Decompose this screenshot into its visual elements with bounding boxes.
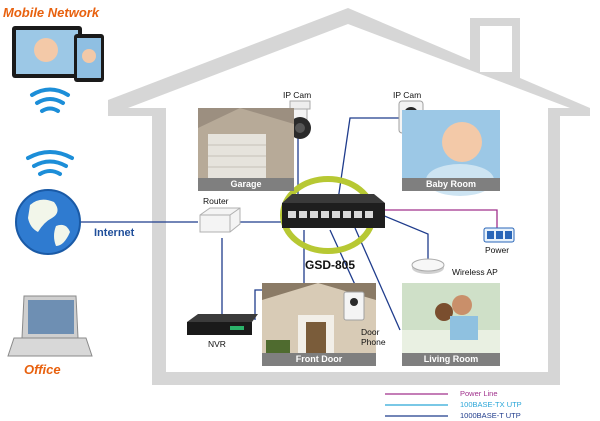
legend-label-1000base: 1000BASE-T UTP: [460, 411, 521, 420]
legend-label-power: Power Line: [460, 389, 498, 398]
line-power: [384, 209, 498, 228]
wifi-signal-icon-2: [26, 150, 74, 176]
door-phone-device: [343, 291, 365, 321]
mobile-network-label: Mobile Network: [3, 5, 100, 20]
legend-lines: [385, 393, 448, 417]
power-label: Power: [485, 245, 510, 255]
room-caption-garage: Garage: [198, 178, 294, 191]
nvr-device: [187, 314, 258, 335]
power-outlet: [483, 227, 515, 243]
legend-label-100base: 100BASE-TX UTP: [460, 400, 522, 409]
room-caption-baby-room: Baby Room: [402, 178, 500, 191]
office-label: Office: [24, 362, 61, 377]
wireless-ap-label: Wireless AP: [452, 267, 498, 277]
ip-cam-1-device: [289, 100, 311, 139]
ip-cam-2-label: IP Cam: [393, 90, 422, 100]
wireless-ap-device: [411, 258, 445, 274]
router-label: Router: [203, 196, 229, 206]
room-caption-front-door: Front Door: [262, 353, 376, 366]
nvr-label: NVR: [208, 339, 226, 349]
line-switch-ap: [369, 209, 429, 262]
line-switch-livingroom: [354, 227, 401, 331]
globe-icon: [15, 189, 81, 255]
internet-label: Internet: [94, 227, 135, 239]
router-device: [199, 207, 241, 233]
mobile-devices: [12, 26, 104, 82]
wifi-signal-icon: [30, 87, 70, 113]
line-switch-ipcam2: [337, 117, 400, 201]
ip-cam-1-label: IP Cam: [283, 90, 312, 100]
laptop-device: [7, 295, 93, 357]
door-phone-label: Door Phone: [361, 327, 386, 347]
room-caption-living-room: Living Room: [402, 353, 500, 366]
switch-device: [282, 194, 385, 228]
switch-model-label: GSD-805: [305, 258, 356, 272]
